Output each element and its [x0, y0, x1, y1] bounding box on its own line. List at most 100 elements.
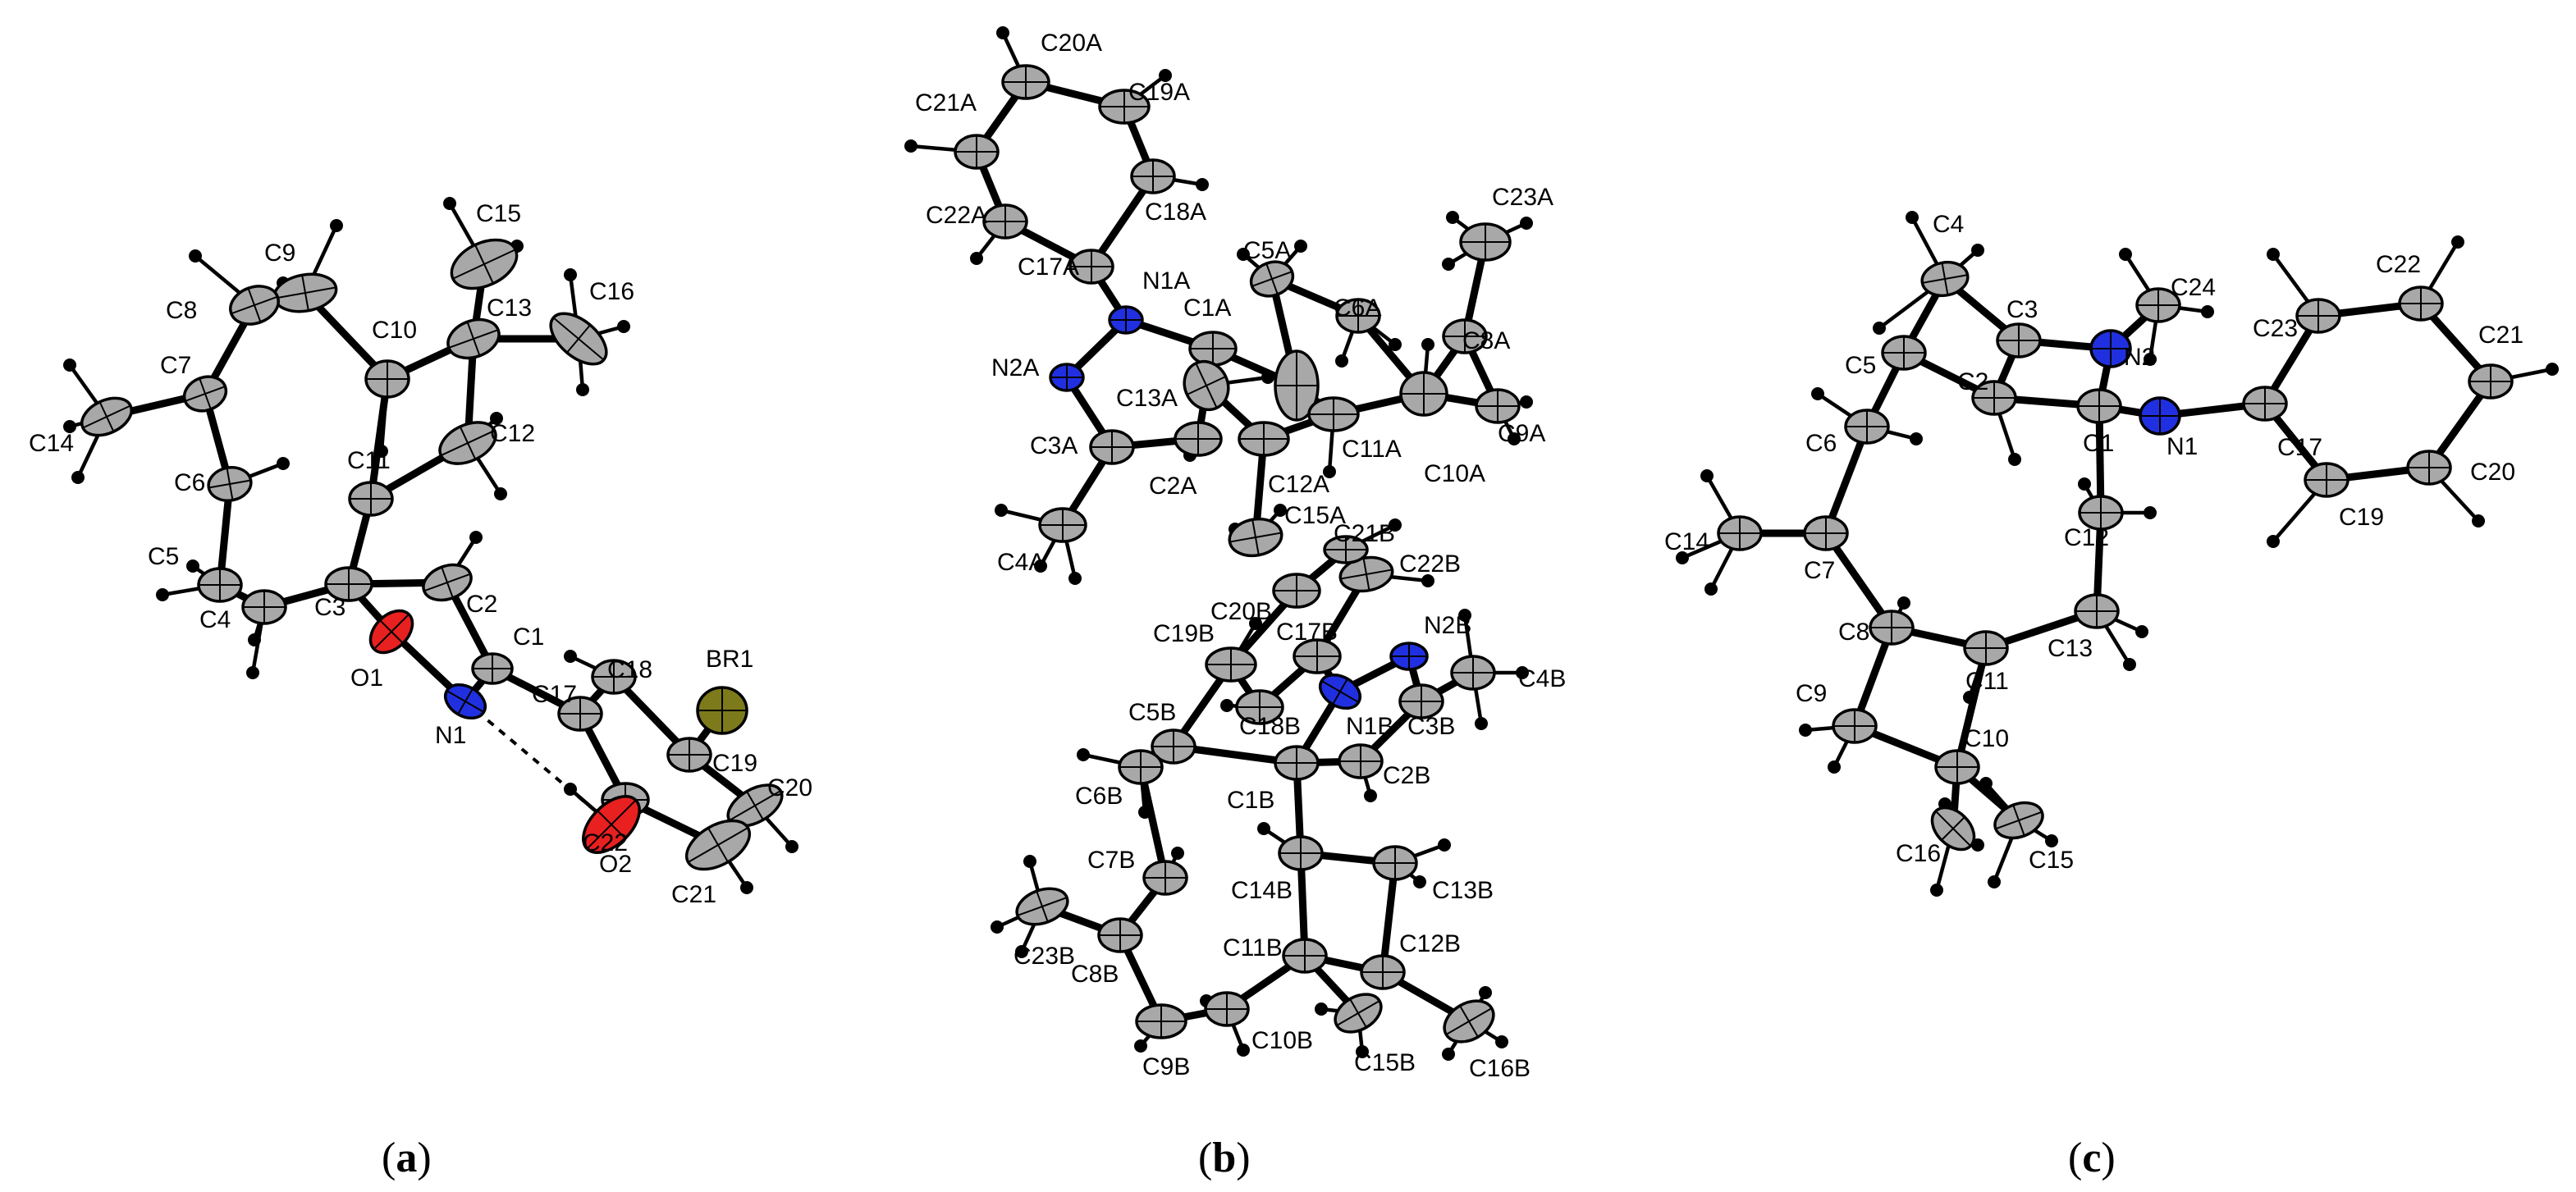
atom-C19: [666, 737, 712, 773]
atom-label: C16: [589, 278, 634, 305]
ellipsoid-axis: [1332, 678, 1348, 706]
atoms-a: [80, 238, 784, 871]
ellipsoid-axis: [1941, 263, 1949, 295]
hydrogen-atom: [2078, 477, 2091, 491]
hydrogen-atom: [494, 487, 507, 500]
atom-label: C17A: [1018, 253, 1079, 281]
atom-label: C2: [1957, 368, 1988, 395]
atom-C2A: [1174, 421, 1223, 457]
atom-C8A: [1442, 318, 1488, 354]
hydrogen-atom: [1421, 574, 1434, 587]
atom-label: N1: [2166, 433, 2198, 460]
hydrogen-atom: [1475, 717, 1488, 730]
atom-C3: [1996, 322, 2042, 359]
ellipsoid-axis: [1265, 263, 1279, 295]
atom-label: N1A: [1142, 267, 1190, 295]
atom-label: C5: [1845, 352, 1876, 379]
hydrogen-atom: [2267, 248, 2280, 261]
ellipsoid-axis: [1195, 363, 1218, 409]
atom-C9A: [1475, 388, 1521, 424]
atom-C4B: [1450, 655, 1496, 691]
atom-BR1: [696, 686, 748, 735]
bond: [367, 375, 391, 503]
atom-label: C2A: [1149, 473, 1196, 500]
atom-C3: [324, 566, 373, 602]
hydrogen-atom: [1897, 596, 1910, 610]
atom-label: O2: [599, 851, 632, 878]
hydrogen-atom: [1906, 211, 1919, 224]
ellipsoid-axis: [474, 244, 494, 284]
atom-label: C3: [2006, 296, 2038, 323]
hydrogen-atom: [1364, 789, 1377, 802]
hydrogen-atom: [1508, 432, 1521, 445]
hydrogen-atom: [1421, 338, 1434, 351]
atom-label: C7B: [1087, 847, 1135, 874]
atom-label: C19A: [1128, 79, 1190, 106]
atom-C21: [684, 819, 752, 871]
hydrogen-atom: [1237, 248, 1250, 261]
atom-label: C10A: [1424, 460, 1485, 487]
hydrogens-b: [904, 26, 1533, 1061]
hydrogen-atom: [1520, 217, 1533, 230]
atom-C9B: [1135, 1003, 1187, 1039]
hydrogen-atom: [785, 840, 798, 853]
atom-C3B: [1398, 683, 1444, 719]
atom-label: C13B: [1432, 877, 1494, 904]
atom-label: C11: [1965, 668, 2009, 695]
caption-c-letter: c: [2082, 1135, 2101, 1181]
atom-label: C19B: [1153, 620, 1215, 647]
atom-C15A: [1228, 517, 1283, 558]
hydrogen-atom: [1971, 244, 1984, 257]
atom-C3A: [1089, 429, 1135, 465]
atom-N1B: [1319, 673, 1361, 710]
hydrogen-atom: [970, 252, 983, 265]
atom-C6B: [1118, 749, 1164, 785]
hydrogen-atom: [1389, 518, 1402, 532]
atom-label: BR1: [706, 646, 753, 673]
atom-label: C2B: [1383, 762, 1430, 789]
hydrogen-atom: [277, 457, 290, 470]
atom-label: C20: [2470, 459, 2515, 486]
ellipsoid-axis: [226, 468, 234, 500]
atom-label: C11A: [1342, 436, 1402, 463]
hydrogen-atom: [1676, 551, 1689, 564]
atom-labels-b: C20AC19AC21AC18AC22AC23AC5AC17AN1AC6AC8A…: [915, 30, 1566, 1082]
atom-label: C21: [2478, 322, 2523, 349]
hydrogen-atom: [2045, 834, 2058, 847]
ellipsoid-axis: [746, 791, 764, 820]
hydrogen-atom: [1828, 760, 1841, 774]
bond: [1137, 763, 1169, 882]
hydrogen-atom: [1294, 240, 1307, 253]
atom-C21A: [954, 134, 1000, 170]
atom-C15B: [1334, 993, 1383, 1034]
atom-C7: [182, 375, 228, 413]
atom-label: C18B: [1239, 713, 1301, 740]
atom-label: C6: [174, 469, 205, 496]
hydrogen-atom: [1458, 609, 1471, 622]
atom-label: C1A: [1183, 295, 1231, 322]
atom-label: C17: [2277, 434, 2322, 461]
atom-label: C8: [166, 297, 197, 324]
atom-C13: [446, 317, 501, 360]
atom-C12B: [1360, 954, 1406, 990]
atom-label: C18A: [1145, 199, 1206, 226]
hydrogen-atom: [1257, 822, 1270, 835]
hydrogen-atom: [2472, 514, 2485, 527]
atom-label: C14B: [1231, 877, 1293, 904]
atom-C19B: [1205, 646, 1257, 683]
atom-C9: [272, 272, 338, 313]
hydrogen-atom: [186, 559, 199, 573]
hydrogen-atom: [1237, 1044, 1250, 1057]
atom-C20A: [1001, 64, 1050, 100]
hydrogen-atom: [1413, 875, 1426, 888]
atom-C15: [1993, 801, 2044, 840]
hydrogen-atom: [330, 219, 343, 232]
atom-C5A: [1249, 260, 1295, 298]
atom-label: C3A: [1030, 432, 1078, 459]
atom-C22: [2398, 285, 2444, 322]
atom-C19A: [1098, 89, 1151, 125]
atom-label: N1: [435, 722, 466, 749]
caption-c: (c): [2068, 1135, 2116, 1181]
atom-C4: [1920, 260, 1970, 298]
